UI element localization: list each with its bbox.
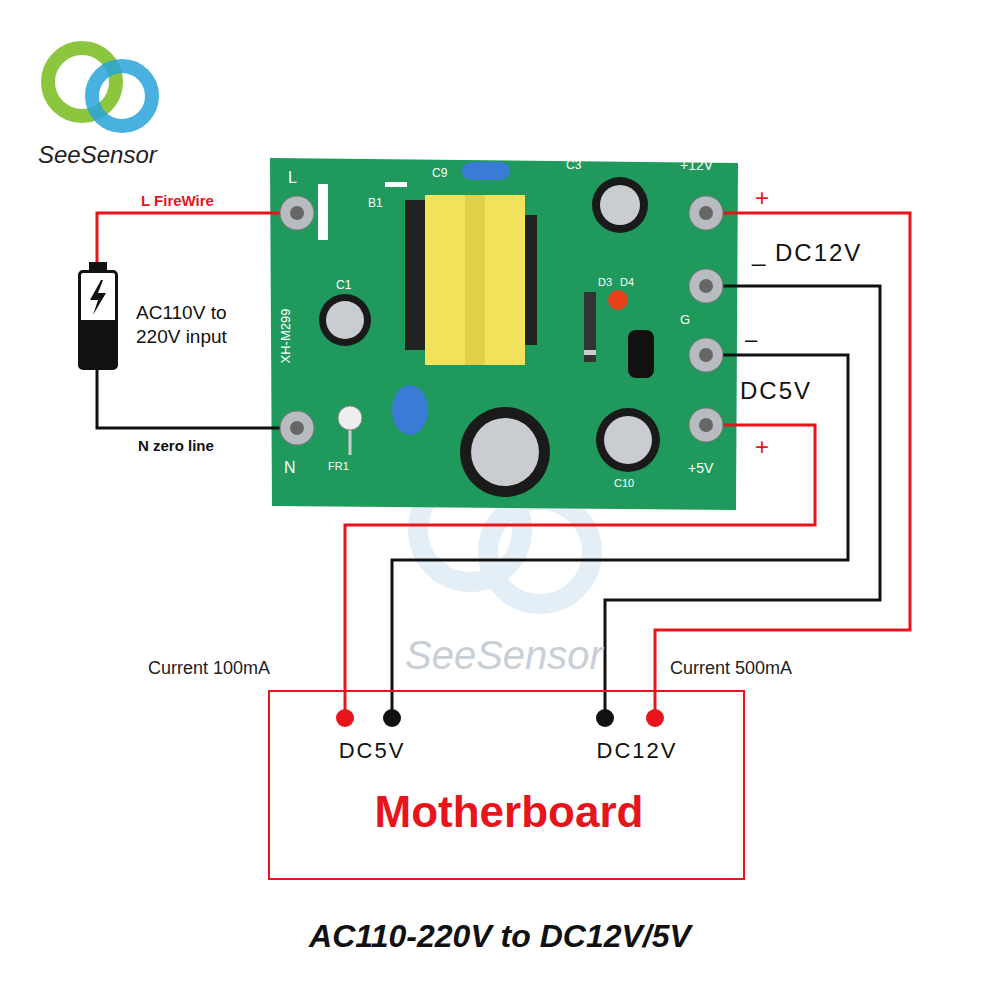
polarity-sign: + [755, 432, 769, 462]
semiconductor [628, 330, 654, 378]
screw-terminal [699, 206, 713, 220]
current-note: Current 500mA [670, 657, 792, 680]
pin-name: +12V [680, 157, 713, 175]
capacitor [319, 162, 660, 497]
screw-terminal [290, 421, 304, 435]
semiconductor [584, 350, 596, 355]
pin-name: +5V [688, 460, 713, 478]
terminal-label: DC5V [339, 737, 406, 765]
transformer [425, 195, 525, 365]
wire-label: L FireWire [140, 192, 215, 209]
caption: AC110-220V to DC12V/5V [0, 918, 1000, 955]
pcb-module: XH-M299 [270, 158, 738, 508]
fuse-resistor [338, 406, 362, 430]
part-name: C3 [566, 158, 581, 173]
pcb-board [270, 158, 738, 510]
screw-terminal [280, 196, 314, 230]
capacitor [600, 185, 640, 225]
capacitor [392, 385, 428, 435]
wire [97, 370, 270, 428]
screw-terminal [689, 408, 723, 442]
terminal-dot [604, 690, 607, 712]
wire [97, 213, 270, 270]
screw-terminal [699, 279, 713, 293]
screw-terminal [280, 411, 314, 445]
terminal-label: DC12V [597, 737, 678, 765]
terminal-dot [596, 709, 614, 727]
part-name: C9 [432, 166, 447, 181]
semiconductor [608, 290, 628, 310]
capacitor [596, 408, 660, 472]
voltage-label: DC12V [775, 238, 862, 268]
screw-terminal [689, 196, 723, 230]
terminal-dot [383, 709, 401, 727]
source-label: AC110V to 220V input [136, 301, 266, 349]
terminal-dot [336, 690, 664, 727]
transformer [465, 195, 485, 365]
battery-symbol [81, 262, 115, 367]
screw-terminal [290, 206, 304, 220]
logo-mark [48, 48, 152, 126]
ac-source: AC110V to 220V input [78, 270, 118, 370]
pcb-board [318, 184, 328, 240]
capacitor [604, 416, 652, 464]
box-title: Motherboard [375, 784, 644, 839]
logo-text: SeeSensor [38, 140, 157, 170]
screw-terminal [689, 269, 723, 303]
terminal-dot [654, 690, 657, 712]
terminal-dot [336, 709, 354, 727]
part-name: B1 [368, 196, 383, 211]
part-name: D3 [598, 276, 612, 290]
pin-name: L [288, 168, 297, 188]
pcb-board [270, 158, 738, 510]
screw-terminal [689, 338, 723, 372]
capacitor [592, 177, 648, 233]
terminal-dot [344, 690, 347, 712]
capacitor [460, 407, 550, 497]
transformer [405, 195, 537, 365]
polarity-sign: – [745, 326, 757, 354]
screw-terminal [699, 418, 713, 432]
part-name: FR1 [328, 460, 349, 474]
logo-mark [92, 66, 152, 126]
wire-label: N zero line [137, 437, 215, 454]
polarity-sign: + [755, 183, 769, 213]
motherboard-box: DC5V DC12V Motherboard [268, 690, 745, 880]
voltage-label: DC5V [740, 376, 812, 406]
fuse-resistor [349, 430, 352, 455]
screw-terminal [699, 348, 713, 362]
fuse-resistor [338, 406, 362, 455]
pin-name: G [680, 312, 690, 328]
part-name: C10 [614, 477, 634, 491]
pin-name: N [284, 458, 296, 478]
logo-mark [48, 48, 116, 116]
semiconductor [584, 290, 654, 378]
semiconductor [584, 292, 596, 362]
capacitor [462, 162, 510, 180]
transformer [525, 215, 537, 345]
capacitor [319, 294, 371, 346]
pcb-board [385, 182, 407, 187]
current-note: Current 100mA [148, 657, 270, 680]
watermark-logo [488, 500, 592, 604]
battery-symbol [81, 320, 115, 367]
watermark: SeeSensor [405, 630, 603, 680]
battery-symbol [90, 280, 106, 315]
terminal-dot [391, 690, 394, 712]
part-name: C1 [336, 278, 351, 293]
capacitor [471, 418, 539, 486]
part-name: D4 [620, 276, 634, 290]
capacitor [326, 301, 364, 339]
polarity-sign: _ [752, 238, 765, 268]
board-model: XH-M299 [278, 309, 294, 364]
terminal-dot [646, 709, 664, 727]
